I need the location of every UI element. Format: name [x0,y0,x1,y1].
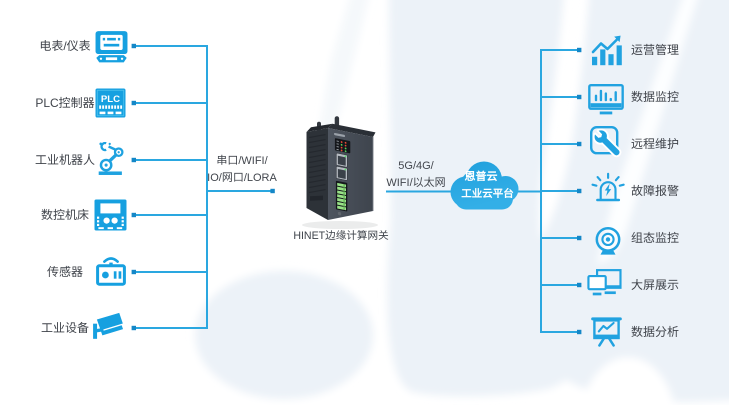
gateway-caption: HINET边缘计算网关 [293,230,389,242]
left-device-label: 数控机床 [40,208,89,222]
left-device-label: 传感器 [46,265,83,279]
right-service-label: 数据分析 [631,325,680,339]
left-device-label: PLC控制器 [35,96,95,110]
right-protocols-label: 5G/4G/ WIFI/以太网 [386,160,446,189]
fault-alarm-siren-icon [590,170,626,206]
left-device-label: 工业机器人 [34,153,95,167]
big-screen-display-icon [587,266,623,302]
svg-text:PLC: PLC [100,94,119,105]
industrial-robot-icon [94,141,130,177]
data-monitoring-screen-icon [588,81,624,117]
right-service-label: 数据监控 [631,90,680,104]
right-service-label: 故障报警 [631,184,680,198]
operation-management-chart-icon [589,32,625,68]
left-protocols-label: 串口/WIFI/ IO/网口/LORA [207,155,277,184]
sensor-icon [93,253,129,289]
cloud-platform-label2: 工业云平台 [461,187,514,200]
right-service-label: 运营管理 [631,43,680,57]
scada-webcam-icon [590,224,626,260]
left-device-label: 电表/仪表 [39,39,91,53]
cnc-machine-icon [92,197,128,233]
left-device-label: 工业设备 [40,321,89,335]
right-service-label: 远程维护 [631,137,680,151]
cloud-shape [450,161,519,210]
data-analysis-board-icon [588,314,624,350]
plc-controller-icon: PLC [92,85,128,121]
right-service-label: 大屏展示 [631,278,680,292]
cloud-platform-label: 恩普云 [464,171,498,183]
cctv-camera-icon [91,307,127,343]
electric-meter-icon [93,28,129,64]
remote-maintenance-wrench-icon [589,125,625,161]
right-service-label: 组态监控 [631,231,680,245]
gateway-device-image [296,104,396,234]
